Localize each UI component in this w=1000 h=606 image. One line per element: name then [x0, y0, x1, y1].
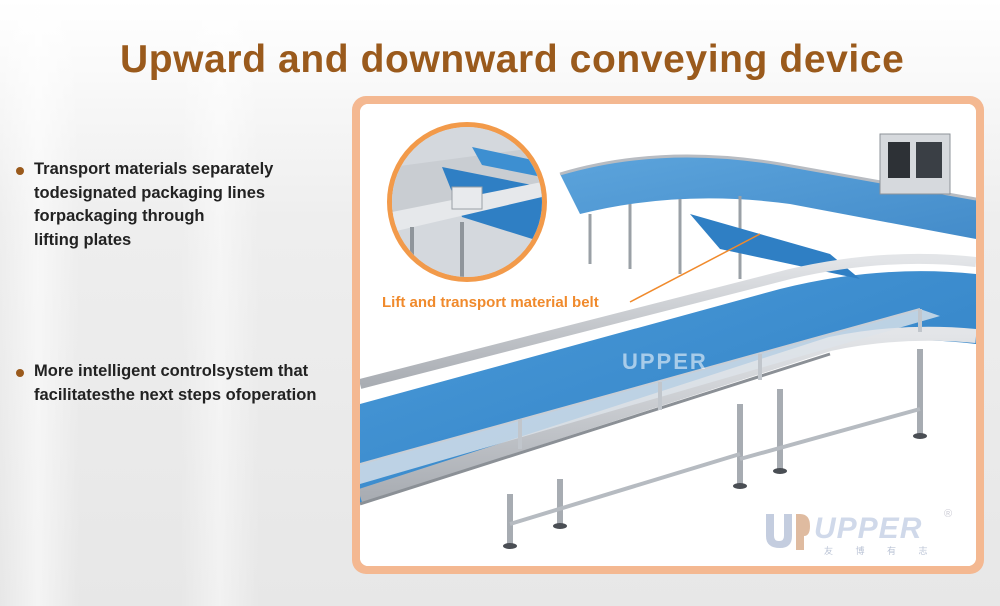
logo-mark-icon [766, 514, 810, 550]
bullet-line: todesignated packaging lines [34, 183, 266, 202]
bullet-dot-icon [16, 369, 24, 377]
logo-subtext: 友 博 有 志 [824, 546, 938, 556]
logo-text: UPPER [814, 512, 923, 545]
feature-bullet-2: More intelligent controlsystem that faci… [16, 360, 336, 407]
bullet-line: Transport materials separately [34, 160, 274, 178]
bullet-line: forpackaging through [34, 207, 205, 225]
conveyor-illustration [360, 104, 976, 566]
bullet-line: More intelligent controlsystem that [34, 362, 309, 380]
bullet-line: lifting plates [34, 230, 132, 249]
bullet-line: facilitatesthe next steps ofoperation [34, 385, 317, 404]
brand-logo: UPPER 友 博 有 志 ® [762, 508, 962, 560]
detail-zoom-illustration [392, 127, 542, 277]
feature-bullet-1: Transport materials separately todesigna… [16, 158, 336, 252]
registered-mark: ® [944, 508, 953, 520]
watermark: UPPER [622, 349, 708, 374]
bullet-dot-icon [16, 167, 24, 175]
callout-label: Lift and transport material belt [382, 294, 599, 311]
page-title: Upward and downward conveying device [120, 38, 905, 81]
detail-zoom-circle [387, 122, 547, 282]
